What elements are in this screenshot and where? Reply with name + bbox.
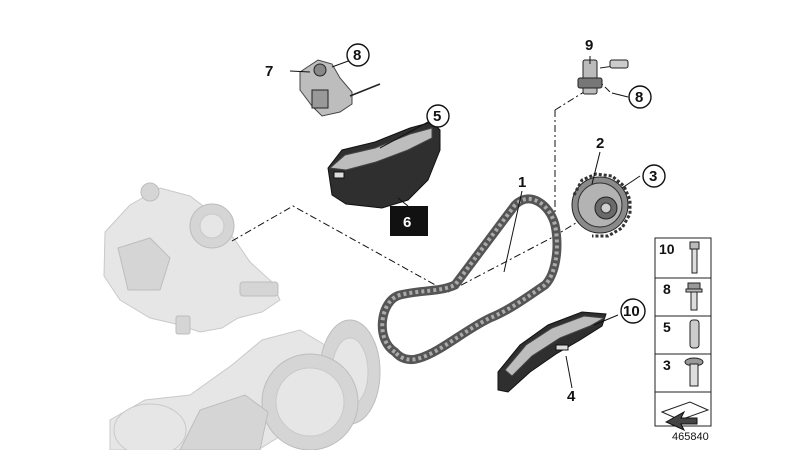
svg-text:4: 4	[567, 388, 576, 405]
svg-text:10: 10	[659, 241, 675, 257]
callout-2: 2	[596, 135, 604, 152]
callout-7: 7	[265, 63, 273, 80]
legend-row-5: 5	[654, 315, 712, 355]
bolt-part-9	[577, 59, 629, 95]
callout-3: 3	[642, 164, 666, 188]
reference-number: 465840	[672, 431, 709, 443]
timing-chain	[377, 194, 562, 365]
svg-text:8: 8	[663, 281, 671, 297]
legend-row-10: 10	[654, 237, 712, 279]
svg-text:3: 3	[649, 168, 657, 185]
svg-text:6: 6	[403, 214, 411, 231]
svg-text:5: 5	[663, 319, 671, 335]
svg-text:2: 2	[596, 135, 604, 152]
sheet-arrow-icon	[660, 401, 710, 432]
callout-10: 10	[620, 298, 646, 324]
svg-text:7: 7	[265, 63, 273, 80]
bolt-flanged-icon	[685, 282, 703, 311]
svg-text:10: 10	[623, 303, 640, 320]
crankshaft-ghost	[109, 319, 381, 450]
svg-text:9: 9	[585, 37, 593, 54]
bolt-long-icon	[689, 241, 700, 274]
svg-text:8: 8	[353, 47, 361, 64]
sleeve-pin-icon	[689, 319, 700, 349]
svg-text:8: 8	[635, 89, 643, 106]
callout-5: 5	[426, 104, 450, 128]
bolt-washer-icon	[684, 357, 704, 387]
callout-4: 4	[567, 388, 576, 405]
callout-1: 1	[518, 174, 526, 191]
legend-row-sheet	[654, 391, 712, 432]
fastener-legend: 10 8 5 3	[654, 237, 712, 443]
legend-row-3: 3	[654, 353, 712, 393]
svg-text:5: 5	[433, 108, 441, 125]
callout-6: 6	[390, 206, 428, 236]
svg-text:3: 3	[663, 357, 671, 373]
callout-8-top: 8	[346, 43, 370, 67]
camshaft-sprocket	[571, 172, 632, 238]
chain-tensioner	[299, 59, 381, 117]
legend-row-8: 8	[654, 277, 712, 317]
tensioner-rail	[327, 121, 441, 209]
guide-rail	[497, 311, 607, 393]
callout-9: 9	[585, 37, 593, 54]
fuel-pump-ghost	[103, 182, 281, 335]
callout-8-right: 8	[628, 85, 652, 109]
leader-lines	[289, 56, 641, 389]
svg-text:1: 1	[518, 174, 526, 191]
